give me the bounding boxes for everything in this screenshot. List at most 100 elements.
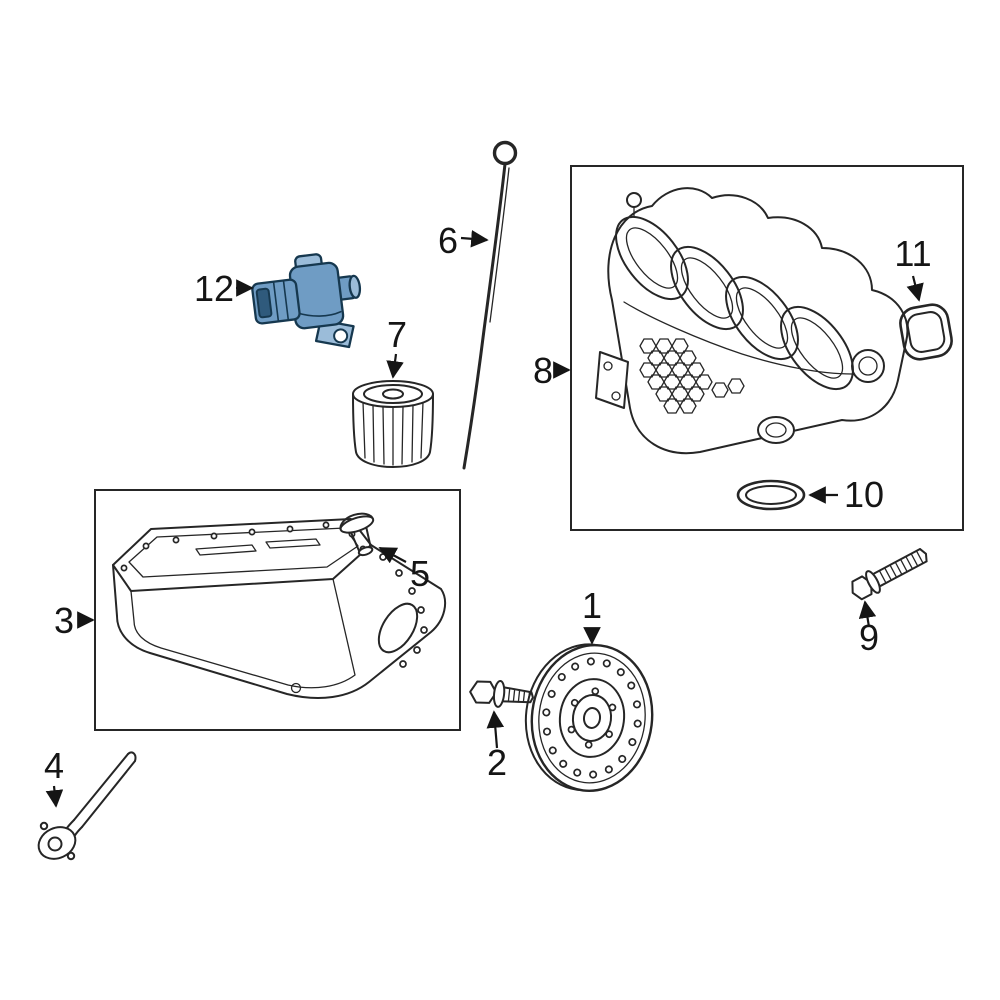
plug-foot: [357, 546, 374, 557]
callout-4: 4: [44, 745, 64, 808]
dipstick-stem-edge: [489, 167, 510, 323]
manifold-vacuum-port: [626, 192, 642, 208]
part-8-intake-manifold: [570, 165, 964, 531]
part-1-flexplate: [524, 643, 654, 793]
manifold-runners: [615, 215, 854, 391]
oil-filter-flutes: [362, 401, 424, 466]
seal-ring-outer: [736, 479, 806, 511]
oil-pan-baffle-slots: [195, 538, 321, 556]
intake-manifold-box: [570, 165, 964, 531]
callout-3: 3: [54, 600, 95, 641]
oil-filter-thread-hole: [382, 388, 404, 400]
oil-pan-rim-outer: [112, 518, 372, 592]
plug-dome: [339, 512, 375, 531]
indicator-body-bore: [47, 836, 63, 852]
callout-5-number: 5: [410, 553, 430, 594]
bolt9-shaft: [873, 548, 928, 587]
callout-4-number: 4: [44, 745, 64, 786]
indicator-tube-tip: [127, 751, 137, 762]
oil-pan-body-contour: [130, 578, 356, 689]
indicator-body: [37, 826, 77, 860]
flexplate-mid-ring: [558, 678, 626, 758]
manifold-lower-port: [757, 416, 795, 444]
manifold-honeycomb: [639, 338, 745, 414]
callout-9-number: 9: [859, 617, 879, 658]
indicator-tube-left: [73, 753, 129, 821]
callout-4-arrow: [45, 785, 64, 808]
part-10-seal-ring: [736, 479, 806, 511]
oil-filter-gasket-ring: [363, 384, 423, 404]
callout-6-arrow: [460, 230, 489, 248]
indicator-tab-upper: [39, 821, 49, 831]
sensor-connector-socket: [255, 287, 273, 319]
callout-2-number: 2: [487, 742, 507, 783]
oil-pan-seal-opening: [377, 602, 419, 654]
flexplate-ring-line: [538, 652, 646, 784]
part-5-plug: [339, 512, 375, 557]
flexplate-outer: [530, 643, 654, 793]
flexplate-hub-holes: [567, 687, 617, 749]
seal-ring-inner: [745, 485, 797, 505]
callout-11-arrow: [906, 275, 924, 302]
manifold-flange-hole-upper: [603, 361, 613, 371]
oil-pan-box: [94, 489, 461, 731]
callout-11-number: 11: [894, 233, 931, 274]
callout-5-arrow: [378, 547, 407, 564]
part-6-oil-dipstick: [462, 140, 518, 470]
callout-6: 6: [438, 220, 489, 261]
indicator-tube-right: [81, 760, 136, 828]
plug-cap: [339, 515, 375, 534]
callout-8-number: 8: [533, 350, 553, 391]
callout-3-number: 3: [54, 600, 74, 641]
manifold-plenum-line: [623, 301, 853, 375]
callout-5: 5: [378, 547, 430, 594]
oil-pan-body: [112, 544, 447, 699]
callout-8: 8: [533, 350, 571, 391]
bolt2-hex-head: [469, 680, 498, 704]
part-9-bolt: [851, 548, 928, 601]
manifold-lower-port-bore: [765, 422, 787, 438]
indicator-tab-lower: [66, 851, 76, 861]
callout-12-number: 12: [194, 268, 234, 309]
sensor-body-shading: [296, 310, 342, 317]
part-3-oil-pan: [94, 489, 461, 731]
bolt9-threads: [879, 550, 924, 584]
oil-pan-drain-plug: [290, 682, 302, 694]
callout-10-number: 10: [844, 474, 884, 515]
part-4-oil-level-indicator: [37, 751, 137, 861]
gasket-inner: [906, 311, 946, 353]
callout-9: 9: [858, 600, 879, 658]
callout-2: 2: [486, 710, 507, 783]
part-2-bolt: [469, 679, 534, 708]
manifold-side-flange: [595, 351, 629, 409]
callout-11: 11: [894, 233, 932, 302]
sensor-connector-ribs: [272, 280, 290, 322]
flexplate-hub-ring: [571, 694, 613, 742]
plug-stem: [350, 526, 372, 554]
callout-1-number: 1: [582, 585, 602, 626]
callout-12: 12: [194, 268, 254, 309]
dipstick-stem: [462, 162, 507, 470]
manifold-throttle-boss: [851, 349, 885, 383]
part-11-gasket: [899, 303, 953, 361]
sensor-barrel-end: [348, 274, 362, 299]
callout-1: 1: [582, 585, 602, 645]
callout-7-number: 7: [387, 314, 407, 355]
bolt2-flange: [492, 679, 506, 708]
part-12-sensor-highlighted: [251, 253, 362, 349]
flexplate-center-bore: [582, 707, 602, 729]
callout-7: 7: [386, 314, 407, 379]
oil-pan-rim-bolt-holes: [120, 521, 367, 572]
part-7-oil-filter: [352, 380, 434, 468]
callout-7-arrow: [386, 353, 404, 379]
manifold-throttle-bore: [858, 356, 878, 376]
bolt9-flange: [865, 570, 881, 594]
callout-2-arrow: [486, 710, 505, 749]
bolt2-threads: [507, 687, 531, 703]
oil-filter-body: [352, 393, 434, 468]
callout-6-number: 6: [438, 220, 458, 261]
callout-10: 10: [808, 474, 884, 515]
dipstick-handle-loop: [492, 140, 518, 166]
